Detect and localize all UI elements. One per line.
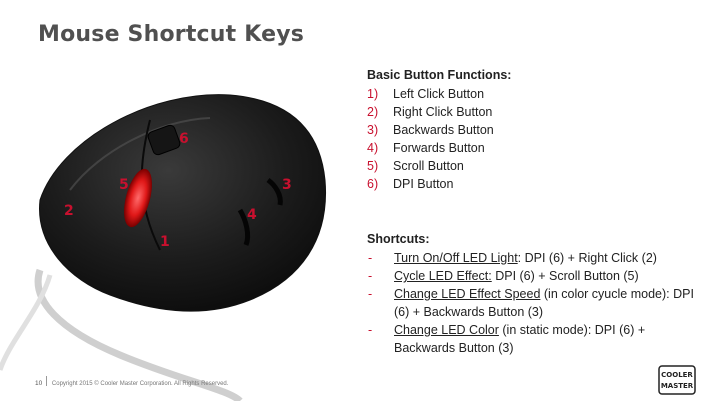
mouse-illustration <box>0 70 345 404</box>
bullet: - <box>368 269 373 283</box>
page-number: 10 <box>35 380 43 387</box>
item-text: Scroll Button <box>393 159 464 173</box>
mouse-image <box>0 94 327 404</box>
callout-6: 6 <box>179 131 189 147</box>
shortcut-desc: : DPI (6) + Right Click (2) <box>517 251 657 265</box>
callout-3: 3 <box>282 177 292 193</box>
item-number: 5) <box>367 159 379 173</box>
callout-2: 2 <box>64 203 74 219</box>
logo-mark: COOLER MASTER <box>658 365 696 395</box>
list-item: - Cycle LED Effect: DPI (6) + Scroll Butt… <box>367 267 697 285</box>
item-text: Right Click Button <box>393 105 493 119</box>
list-item: 2) Right Click Button <box>367 103 697 121</box>
callout-4: 4 <box>247 207 257 223</box>
callout-1: 1 <box>160 234 170 250</box>
item-number: 1) <box>367 87 379 101</box>
list-item: - Change LED Effect Speed (in color cyucl… <box>367 285 697 321</box>
shortcut-desc: (in color cyucle mode): DPI (6) + Backwa… <box>394 287 694 319</box>
slide-title: Mouse Shortcut Keys <box>38 22 305 47</box>
shortcut-desc: (in static mode): DPI (6) + Backwards Bu… <box>394 323 646 355</box>
shortcut-name: Cycle LED Effect: <box>394 269 492 283</box>
list-item: 1) Left Click Button <box>367 85 697 103</box>
shortcut-name: Change LED Effect Speed <box>394 287 541 301</box>
logo-line1: COOLER <box>661 371 693 379</box>
item-text: Forwards Button <box>393 141 485 155</box>
list-item: - Turn On/Off LED Light: DPI (6) + Right … <box>367 249 697 267</box>
basic-functions-heading: Basic Button Functions: <box>367 68 512 82</box>
shortcuts-list: - Turn On/Off LED Light: DPI (6) + Right … <box>367 249 697 357</box>
logo-line2: MASTER <box>661 382 694 390</box>
list-item: 4) Forwards Button <box>367 139 697 157</box>
bullet: - <box>368 251 373 265</box>
shortcut-desc: DPI (6) + Scroll Button (5) <box>491 269 639 283</box>
shortcuts-section: Shortcuts: - Turn On/Off LED Light: DPI (… <box>367 230 697 357</box>
cooler-master-logo: COOLER MASTER <box>658 365 696 395</box>
item-text: Left Click Button <box>393 87 485 101</box>
bullet: - <box>368 323 373 337</box>
item-text: DPI Button <box>393 177 454 191</box>
footer-divider <box>46 376 47 386</box>
info-panel: Basic Button Functions: 1) Left Click But… <box>367 66 697 357</box>
callout-5: 5 <box>119 177 129 193</box>
list-item: 5) Scroll Button <box>367 157 697 175</box>
list-item: 3) Backwards Button <box>367 121 697 139</box>
bullet: - <box>368 287 373 301</box>
item-number: 4) <box>367 141 379 155</box>
basic-functions-list: 1) Left Click Button 2) Right Click Button… <box>367 85 697 193</box>
item-number: 6) <box>367 177 379 191</box>
footer: 10 Copyright 2015 © Cooler Master Corpor… <box>35 380 228 387</box>
shortcut-name: Change LED Color <box>394 323 499 337</box>
item-text: Backwards Button <box>393 123 494 137</box>
item-number: 3) <box>367 123 379 137</box>
list-item: - Change LED Color (in static mode): DPI … <box>367 321 697 357</box>
shortcuts-heading: Shortcuts: <box>367 232 430 246</box>
shortcut-name: Turn On/Off LED Light <box>394 251 518 265</box>
item-number: 2) <box>367 105 379 119</box>
list-item: 6) DPI Button <box>367 175 697 193</box>
copyright-text: Copyright 2015 © Cooler Master Corporati… <box>51 381 229 387</box>
